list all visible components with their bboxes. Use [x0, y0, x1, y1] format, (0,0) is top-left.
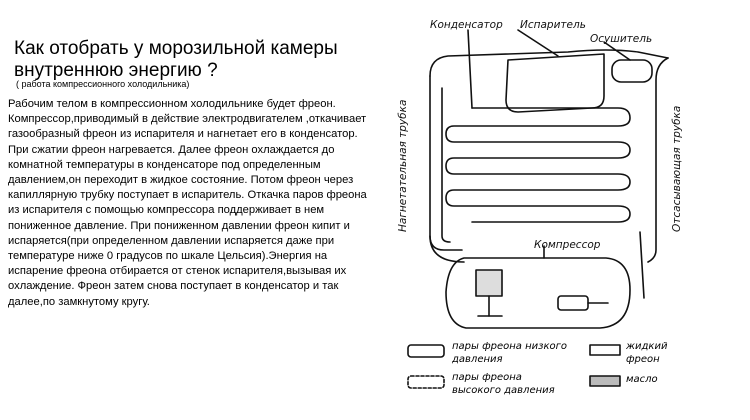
piston-cylinder — [475, 269, 503, 297]
page-title: Как отобрать у морозильной камеры внутре… — [14, 38, 338, 81]
suction-tube — [639, 231, 645, 299]
right-tube — [647, 57, 669, 263]
legend-oil: масло — [626, 374, 658, 385]
legend-swatch-low-vapor — [407, 344, 445, 358]
label-compressor: Компрессор — [534, 239, 601, 251]
evaporator-box — [505, 53, 605, 113]
label-condenser: Конденсатор — [430, 19, 503, 31]
top-tube — [429, 49, 669, 77]
label-suction-tube: Отсасывающая трубка — [671, 106, 683, 232]
label-evaporator: Испаритель — [520, 19, 586, 31]
legend-swatch-oil — [589, 375, 621, 387]
legend-liquid: жидкий фреон — [626, 341, 668, 365]
compressor-body — [445, 257, 631, 329]
inner-tube — [441, 87, 451, 243]
body-paragraph: Рабочим телом в компрессионном холодильн… — [8, 98, 367, 308]
label-dryer: Осушитель — [590, 33, 652, 45]
discharge-tube — [429, 235, 465, 263]
label-discharge-tube: Нагнетательная трубка — [397, 100, 409, 232]
legend-high-vapor: пары фреона высокого давления — [452, 372, 555, 396]
motor — [557, 295, 589, 311]
refrigerator-diagram: Конденсатор Испаритель Осушитель Компрес… — [397, 19, 683, 396]
legend-low-vapor: пары фреона низкого давления — [452, 341, 567, 365]
dryer-shape — [611, 59, 653, 83]
condenser-coil — [445, 107, 631, 223]
legend-swatch-high-vapor — [407, 375, 445, 389]
page-subtitle: ( работа компрессионного холодильника) — [16, 79, 190, 89]
legend-swatch-liquid — [589, 344, 621, 356]
